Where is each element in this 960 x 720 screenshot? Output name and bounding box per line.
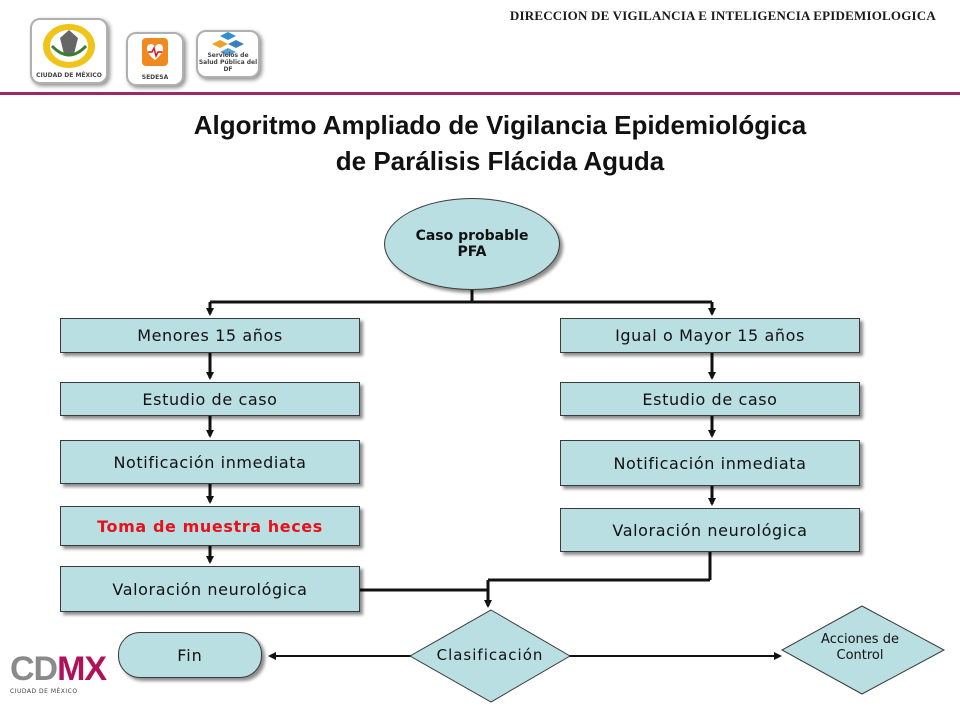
acciones-line2: Control (836, 648, 884, 663)
sedesa-logo-caption: SEDESA (141, 74, 169, 81)
sedesa-logo: SEDESA (126, 32, 184, 86)
right-branch-header: Igual o Mayor 15 años (560, 318, 860, 353)
end-node-fin: Fin (118, 632, 262, 678)
left-step-toma-muestra: Toma de muestra heces (60, 506, 360, 546)
start-node-line2: PFA (457, 244, 487, 260)
salud-logo-caption: Servicios de Salud Pública del DF (198, 52, 258, 73)
right-step-notificacion: Notificación inmediata (560, 440, 860, 486)
cdmx-word-a: CD (10, 650, 58, 688)
salud-logo: Servicios de Salud Pública del DF (196, 30, 260, 78)
cdmx-emblem-icon (43, 24, 95, 68)
right-step-estudio-caso: Estudio de caso (560, 382, 860, 416)
page-title: Algoritmo Ampliado de Vigilancia Epidemi… (193, 110, 807, 140)
salud-cubes-icon (212, 32, 244, 56)
start-node-line1: Caso probable (415, 228, 529, 244)
left-step-notificacion: Notificación inmediata (60, 440, 360, 484)
cdmx-wordmark-sub: CIUDAD DE MÉXICO (10, 688, 78, 695)
header-divider (0, 92, 960, 95)
right-step-valoracion: Valoración neurológica (560, 508, 860, 552)
acciones-line1: Acciones de (821, 632, 899, 647)
org-name: DIRECCION DE VIGILANCIA E INTELIGENCIA E… (509, 8, 936, 23)
cdmx-wordmark-logo: CDMX CIUDAD DE MÉXICO (10, 652, 110, 700)
left-branch-header: Menores 15 años (60, 318, 360, 353)
cdmx-word-b: MX (57, 650, 107, 688)
clasificacion-diamond (408, 609, 571, 703)
left-step-estudio-caso: Estudio de caso (60, 382, 360, 416)
acciones-control-label: Acciones de Control (790, 632, 930, 664)
start-node-caso-probable: Caso probable PFA (384, 198, 560, 290)
clasificacion-label: Clasificación (436, 646, 544, 664)
sedesa-heart-icon (142, 38, 168, 66)
cdmx-logo-caption: CIUDAD DE MÉXICO (36, 72, 102, 79)
left-step-valoracion: Valoración neurológica (60, 566, 360, 612)
cdmx-logo: CIUDAD DE MÉXICO (30, 18, 108, 84)
page-subtitle: de Parálisis Flácida Aguda (335, 146, 665, 176)
acciones-diamond (780, 605, 946, 695)
